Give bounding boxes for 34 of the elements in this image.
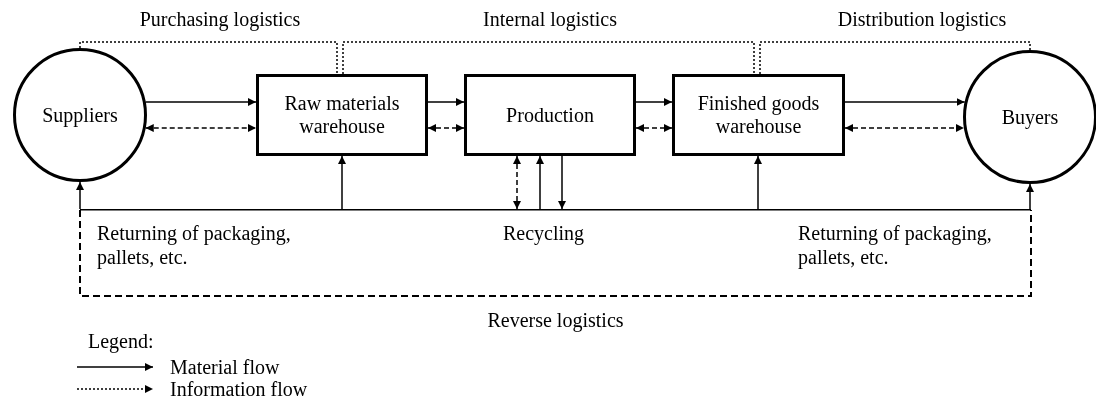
flow-arrow [76, 181, 84, 210]
flow-arrow [844, 98, 966, 106]
flow-arrow [145, 98, 257, 106]
band-label: Returning of packaging, pallets, etc. [97, 222, 291, 268]
reverse-logistics-band [80, 209, 1031, 331]
edge-label: Purchasing logistics [139, 8, 301, 30]
flow-arrow [427, 98, 465, 106]
process-box: Raw materials warehouse [256, 74, 428, 156]
process-box: Finished goods warehouse [672, 74, 845, 156]
flow-arrow [536, 155, 544, 210]
flow-arrow [427, 124, 465, 132]
party-circle: Buyers [963, 50, 1096, 184]
process-box: Production [464, 74, 636, 156]
flow-arrow [145, 124, 257, 132]
band-caption: Reverse logistics [487, 309, 624, 331]
flow-arrow [635, 124, 673, 132]
flow-arrow [558, 155, 566, 210]
legend-title: Legend: [88, 330, 154, 353]
legend-text: Information flow [170, 378, 308, 401]
party-circle: Suppliers [13, 48, 147, 182]
flow-arrow [1026, 183, 1034, 210]
flow-arrow [844, 124, 965, 132]
legend-text: Material flow [170, 356, 280, 379]
flow-arrow [635, 98, 673, 106]
information-line [759, 41, 1031, 75]
edge-label: Internal logistics [483, 8, 617, 30]
band-label: Recycling [503, 222, 585, 244]
flow-arrow [754, 155, 762, 210]
edge-label: Distribution logistics [837, 8, 1007, 30]
information-line [79, 41, 338, 75]
band-label: Returning of packaging, pallets, etc. [798, 222, 992, 268]
flow-arrow [513, 155, 521, 210]
flow-arrow [338, 155, 346, 210]
information-line [342, 41, 755, 75]
